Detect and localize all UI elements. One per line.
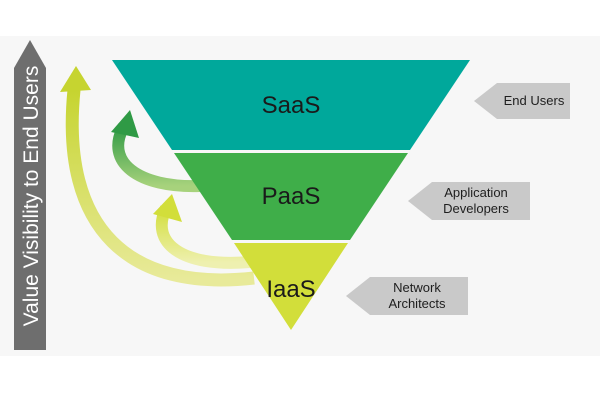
role-label-application-developers-line2: Developers — [443, 201, 509, 216]
pyramid-layer-saas — [112, 60, 470, 150]
layer-label-paas: PaaS — [262, 183, 321, 210]
curved-arrow-inner-upper-head — [111, 110, 139, 138]
value-visibility-up-arrow — [14, 40, 46, 350]
role-arrow-network-architects — [346, 277, 468, 315]
role-label-application-developers-line1: Application — [444, 185, 508, 200]
curved-arrow-inner-lower-head — [153, 194, 182, 222]
role-label-network-architects-line2: Architects — [388, 296, 446, 311]
role-label-end-users: End Users — [504, 93, 565, 108]
layer-label-saas: SaaS — [262, 92, 321, 119]
curved-arrow-outer-head — [60, 66, 91, 92]
value-visibility-axis-label: Value Visibility to End Users — [20, 66, 43, 327]
curved-arrow-inner-upper — [111, 110, 201, 193]
pyramid-layer-paas — [174, 153, 408, 240]
role-label-network-architects-line1: Network — [393, 280, 441, 295]
layer-label-iaas: IaaS — [266, 276, 315, 303]
pyramid-layer-iaas — [234, 243, 348, 330]
role-arrow-end-users — [474, 83, 570, 119]
curved-arrow-inner-lower — [153, 194, 251, 269]
curved-arrow-outer — [60, 66, 255, 287]
role-arrow-application-developers — [408, 182, 530, 220]
